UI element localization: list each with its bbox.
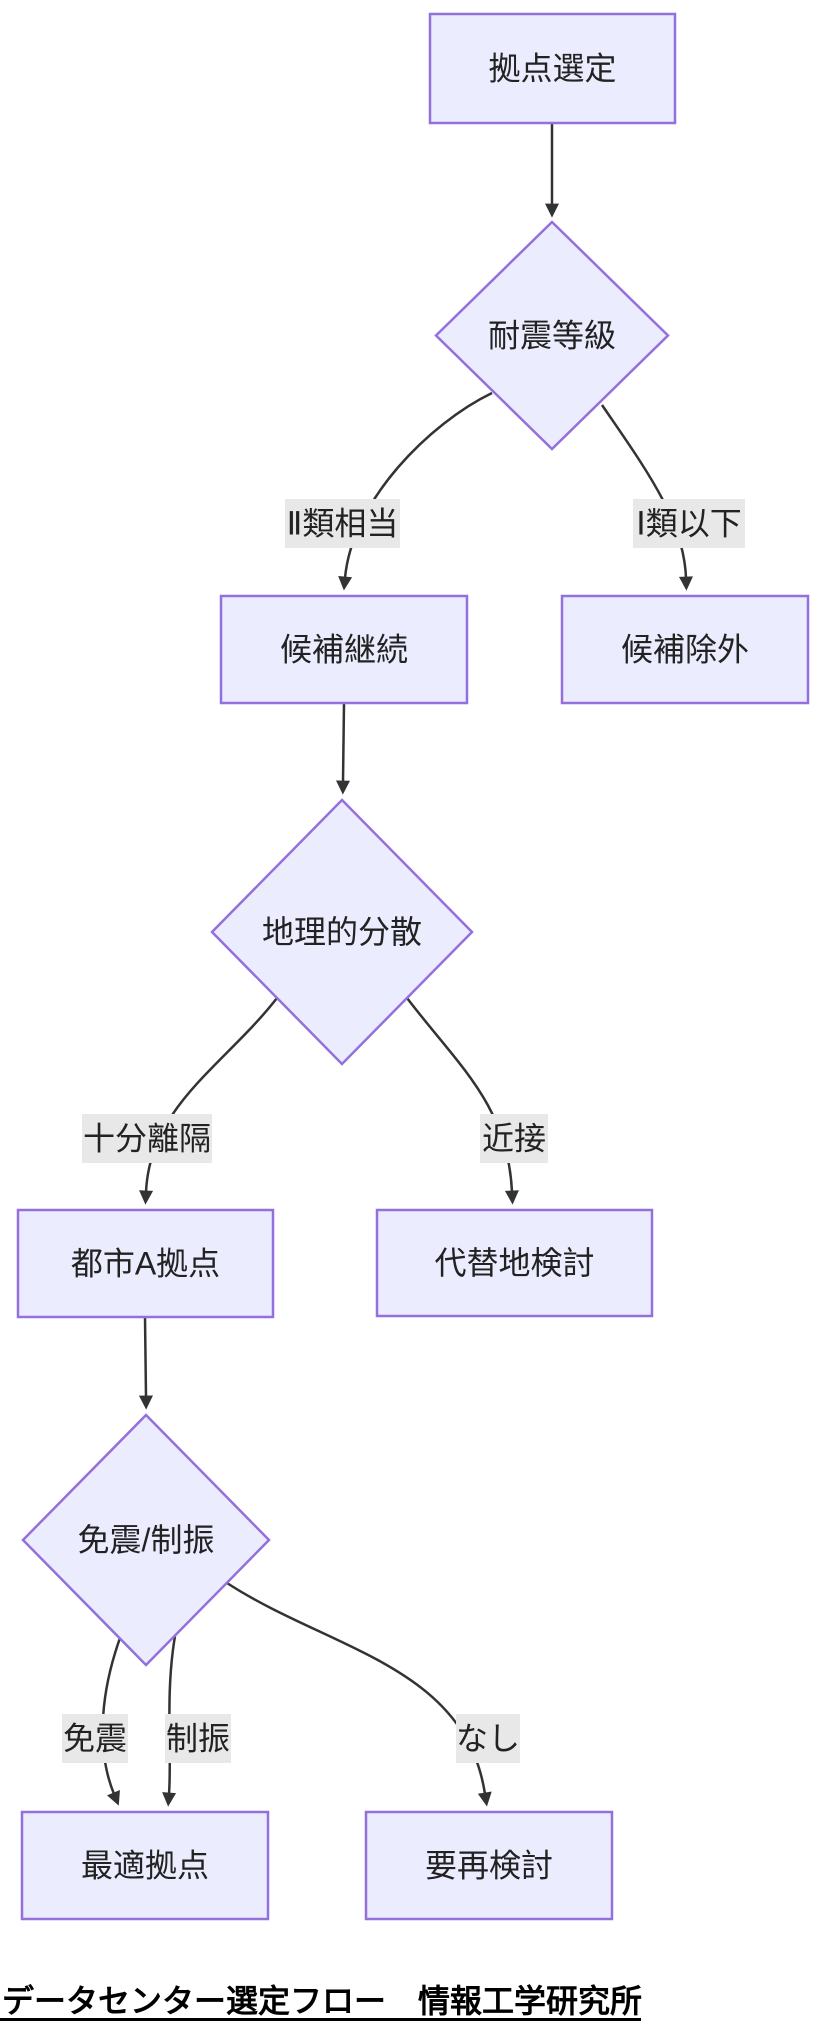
edge-label-bg: [456, 1714, 520, 1763]
edge-label-bg: [285, 499, 400, 548]
edge-label-bg: [62, 1714, 128, 1763]
edge-label-bg: [82, 1114, 212, 1163]
edge-seismic-grade-to-keep: [338, 391, 493, 591]
node-city-a-site: 都市A拠点: [16, 1208, 275, 1319]
edge-label-class2-equivalent: Ⅱ類相当: [285, 499, 400, 548]
node-label: 要再検討: [425, 1848, 553, 1884]
edge-seismic-grade-to-exclude: [600, 404, 693, 591]
node-optimal-site: 最適拠点: [20, 1810, 270, 1921]
edge-label-text: Ⅰ類以下: [636, 506, 741, 542]
edge-label-text: 十分離隔: [83, 1121, 211, 1157]
edge-city-a-to-isolation: [138, 1316, 153, 1410]
edge-label-proximity: 近接: [480, 1114, 548, 1163]
node-box: [375, 1208, 654, 1318]
edge-labels-layer: Ⅱ類相当 Ⅰ類以下 十分離隔 近接 免震 制振: [62, 499, 745, 1763]
node-needs-review: 要再検討: [364, 1810, 614, 1921]
edge-label-vibration-damping: 制振: [165, 1714, 231, 1763]
node-label: 候補除外: [621, 632, 749, 668]
edge-label-bg: [633, 499, 745, 548]
edge-label-text: Ⅱ類相当: [287, 506, 399, 542]
edge-label-bg: [480, 1114, 548, 1163]
node-box: [560, 594, 810, 705]
node-box: [364, 1810, 614, 1921]
node-label: 免震/制振: [78, 1522, 215, 1558]
node-label: 候補継続: [280, 632, 408, 668]
decision-diamond: [434, 220, 670, 451]
edge-label-text: 制振: [166, 1721, 230, 1757]
caption-underline: [0, 2018, 641, 2021]
edge-label-base-isolation: 免震: [62, 1714, 128, 1763]
node-isolation-damping: 免震/制振: [21, 1413, 271, 1667]
edge-label-text: なし: [456, 1721, 520, 1757]
edge-keep-to-geo-dispersion: [336, 702, 351, 795]
node-label: 代替地検討: [434, 1245, 594, 1281]
node-geo-dispersion: 地理的分散: [210, 798, 474, 1066]
node-label: 地理的分散: [262, 914, 422, 950]
edge-label-text: 免震: [63, 1721, 127, 1757]
node-label: 耐震等級: [488, 318, 616, 354]
decision-diamond: [210, 798, 474, 1066]
edge-label-bg: [165, 1714, 231, 1763]
edge-isolation-to-review-none: [226, 1581, 492, 1807]
nodes-layer: 拠点選定 耐震等級 候補継続 候補除外 地理的分散 都市A拠点: [16, 12, 810, 1921]
node-box: [428, 12, 677, 125]
caption-text: データセンター選定フロー 情報工学研究所: [2, 1983, 642, 2019]
node-label: 拠点選定: [488, 51, 616, 87]
edge-label-text: 近接: [482, 1121, 546, 1157]
diagram-caption: データセンター選定フロー 情報工学研究所: [0, 1983, 642, 2021]
node-box: [219, 594, 469, 705]
node-keep-candidate: 候補継続: [219, 594, 469, 705]
node-exclude-candidate: 候補除外: [560, 594, 810, 705]
node-label: 最適拠点: [81, 1848, 209, 1884]
node-alternative-site: 代替地検討: [375, 1208, 654, 1318]
node-start: 拠点選定: [428, 12, 677, 125]
edge-label-class1-or-below: Ⅰ類以下: [633, 499, 745, 548]
edge-label-none: なし: [456, 1714, 520, 1763]
node-box: [16, 1208, 275, 1319]
edge-label-sufficient-separation: 十分離隔: [82, 1114, 212, 1163]
node-label: 都市A拠点: [71, 1246, 220, 1282]
node-seismic-grade: 耐震等級: [434, 220, 670, 451]
node-box: [20, 1810, 270, 1921]
decision-diamond: [21, 1413, 271, 1667]
